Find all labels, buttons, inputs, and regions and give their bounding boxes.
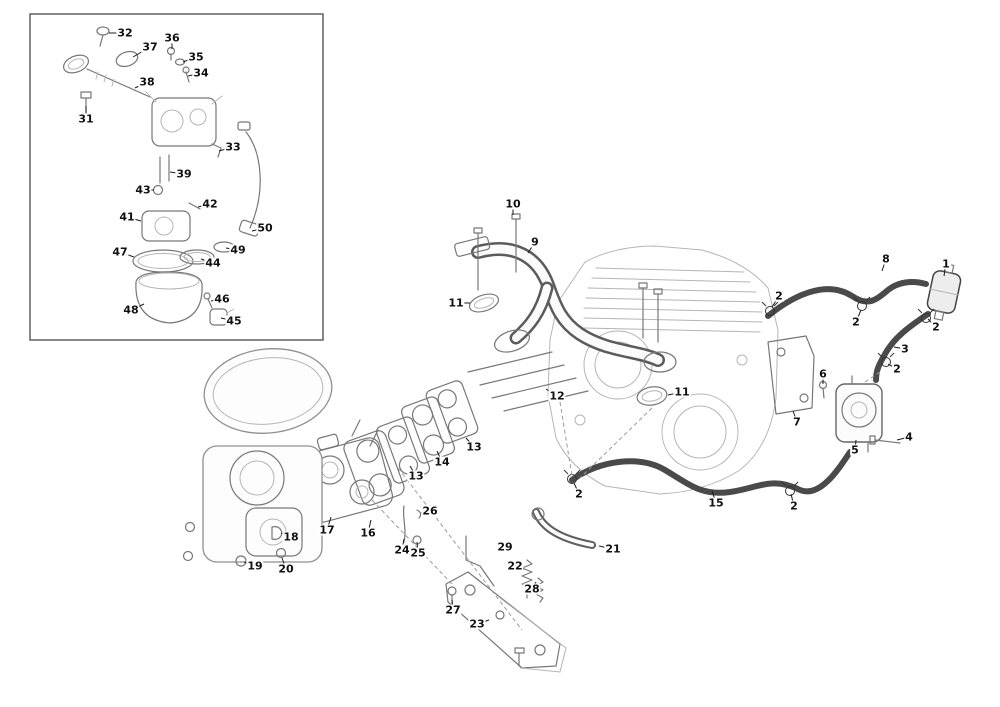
leader-line-3 [893, 346, 906, 350]
leader-line-2 [855, 309, 862, 323]
leader-line-47 [119, 251, 135, 258]
hose-clamps-2 [563, 296, 935, 496]
pin-42-part [188, 202, 201, 210]
screw-32-part [96, 26, 110, 47]
engine-block [547, 245, 779, 495]
leader-line-2 [927, 318, 937, 328]
spring-22-part [521, 559, 533, 599]
bolt-4 [869, 435, 901, 445]
leader-line-11 [667, 391, 683, 396]
alignment-dashes [371, 371, 881, 631]
inset-border [29, 13, 324, 341]
studs-12 [467, 351, 589, 412]
leader-line-8 [881, 258, 887, 272]
leader-line-37 [132, 46, 151, 58]
leader-line-41 [126, 216, 142, 222]
leader-line-17 [326, 516, 332, 531]
pump-bracket-7 [767, 335, 815, 415]
screw-46-part [203, 292, 213, 309]
leader-line-46 [210, 298, 223, 302]
fuel-hose-15 [569, 449, 853, 496]
leader-line-2 [573, 482, 580, 495]
sensor-50-part [237, 121, 261, 237]
leader-line-24 [401, 538, 405, 551]
leader-line-4 [896, 436, 910, 441]
rod-and-clips-24-25-26 [402, 505, 422, 545]
leader-line-34 [187, 72, 202, 77]
bracket-screw [514, 647, 525, 667]
leader-line-39 [169, 171, 185, 175]
manifold-flange-right [643, 351, 677, 373]
float-bowl-48-part [135, 271, 203, 324]
manifold-flange-mid [494, 329, 530, 353]
leader-line-13 [465, 437, 475, 448]
fuel-system [563, 263, 962, 496]
control-bracket-assembly [445, 507, 596, 673]
fuel-filter-1 [926, 263, 962, 321]
spring-28-part [535, 577, 544, 603]
leader-line-23 [476, 619, 490, 625]
fuel-hose-8 [765, 279, 929, 319]
manifold-bolts-9-10 [473, 213, 663, 343]
fuel-hose-3 [873, 311, 931, 383]
air-cleaner-cover [203, 348, 333, 434]
studs-39-part [159, 154, 170, 184]
inset-carburetor-assembly [29, 13, 324, 341]
leader-line-26 [420, 510, 431, 514]
ring-49-part [213, 241, 235, 253]
gasket-13-upper [425, 380, 479, 444]
carburetor-top-view [145, 91, 223, 147]
leader-line-27 [451, 599, 454, 611]
leader-line-16 [367, 519, 372, 534]
leader-line-42 [197, 203, 211, 208]
lever-21-part [532, 508, 596, 549]
rod-29-part [465, 535, 495, 587]
carb-body-41-part [141, 210, 191, 242]
nut-43-part [152, 184, 164, 196]
manifold-flange-top [454, 236, 491, 257]
clip-33-part [211, 143, 222, 158]
manifold-gasket-11-left [468, 293, 500, 313]
leader-line-2 [887, 363, 898, 370]
leader-line-9 [527, 241, 536, 254]
gasket-14 [400, 396, 456, 464]
small-fasteners-18-19-20 [182, 521, 287, 567]
lever-pivot [531, 507, 545, 521]
choke-plate-37-part [115, 50, 139, 68]
leader-line-35 [182, 56, 197, 63]
intake-manifold-assembly [454, 236, 677, 373]
leader-line-21 [598, 545, 614, 550]
leader-line-29 [496, 546, 506, 553]
solenoid-45-part [209, 308, 235, 326]
fuel-pump-5 [835, 375, 883, 453]
spacer-16 [343, 430, 405, 506]
bracket-23-part [445, 571, 561, 669]
leader-line-28 [531, 581, 537, 590]
manifold-gasket-11-right [636, 386, 668, 406]
leader-line-2 [790, 493, 795, 507]
leader-line-38 [134, 81, 148, 89]
screws-34-35-36-part [166, 46, 190, 83]
leader-line-7 [792, 410, 798, 423]
air-cleaner-assembly [202, 348, 333, 563]
cap-and-rod-38-part [62, 54, 151, 98]
ring-44-part [179, 249, 215, 265]
